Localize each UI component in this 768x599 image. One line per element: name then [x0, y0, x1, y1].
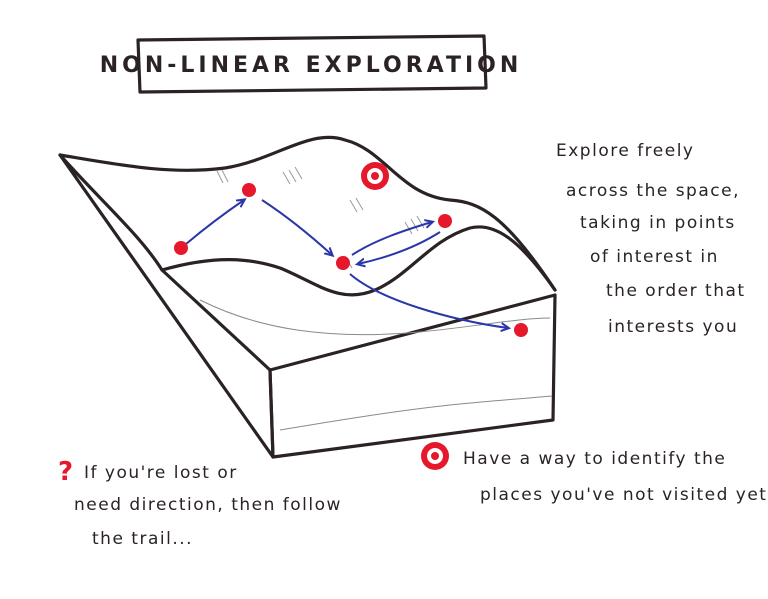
trail-arrow-2 — [261, 199, 332, 255]
poi-dot — [336, 256, 350, 270]
terrain-front-face — [268, 293, 557, 459]
trail-arrow-3 — [351, 222, 432, 256]
terrain-contour — [199, 299, 551, 336]
points-of-interest — [174, 162, 528, 337]
trail-arrow-5 — [349, 273, 508, 328]
terrain-side-face — [58, 153, 275, 459]
unvisited-target-icon — [361, 162, 389, 190]
identify-note: Have a way to identify the places you've… — [463, 449, 768, 505]
poi-dot — [514, 323, 528, 337]
lost-note-group: ? If you're lost or need direction, then… — [58, 457, 349, 549]
terrain-hatching — [216, 166, 425, 271]
lost-note: If you're lost or need direction, then f… — [74, 463, 349, 549]
terrain-ridge — [58, 135, 557, 292]
identify-note-group: Have a way to identify the places you've… — [421, 442, 768, 505]
target-ring-icon — [421, 442, 449, 470]
terrain-block — [58, 135, 557, 459]
terrain-valley-edge — [160, 225, 557, 297]
exploration-trail — [185, 199, 508, 328]
poi-dot — [174, 241, 188, 255]
title-box: NON-LINEAR EXPLORATION — [100, 34, 523, 94]
poi-dot — [438, 214, 452, 228]
diagram-title: NON-LINEAR EXPLORATION — [100, 53, 523, 78]
trail-arrow-4 — [358, 231, 441, 264]
question-mark-icon: ? — [58, 457, 73, 487]
terrain-front-contour — [279, 395, 553, 431]
explore-note: Explore freely across the space, taking … — [556, 141, 752, 337]
trail-arrow-1 — [185, 200, 244, 245]
poi-dot — [242, 183, 256, 197]
